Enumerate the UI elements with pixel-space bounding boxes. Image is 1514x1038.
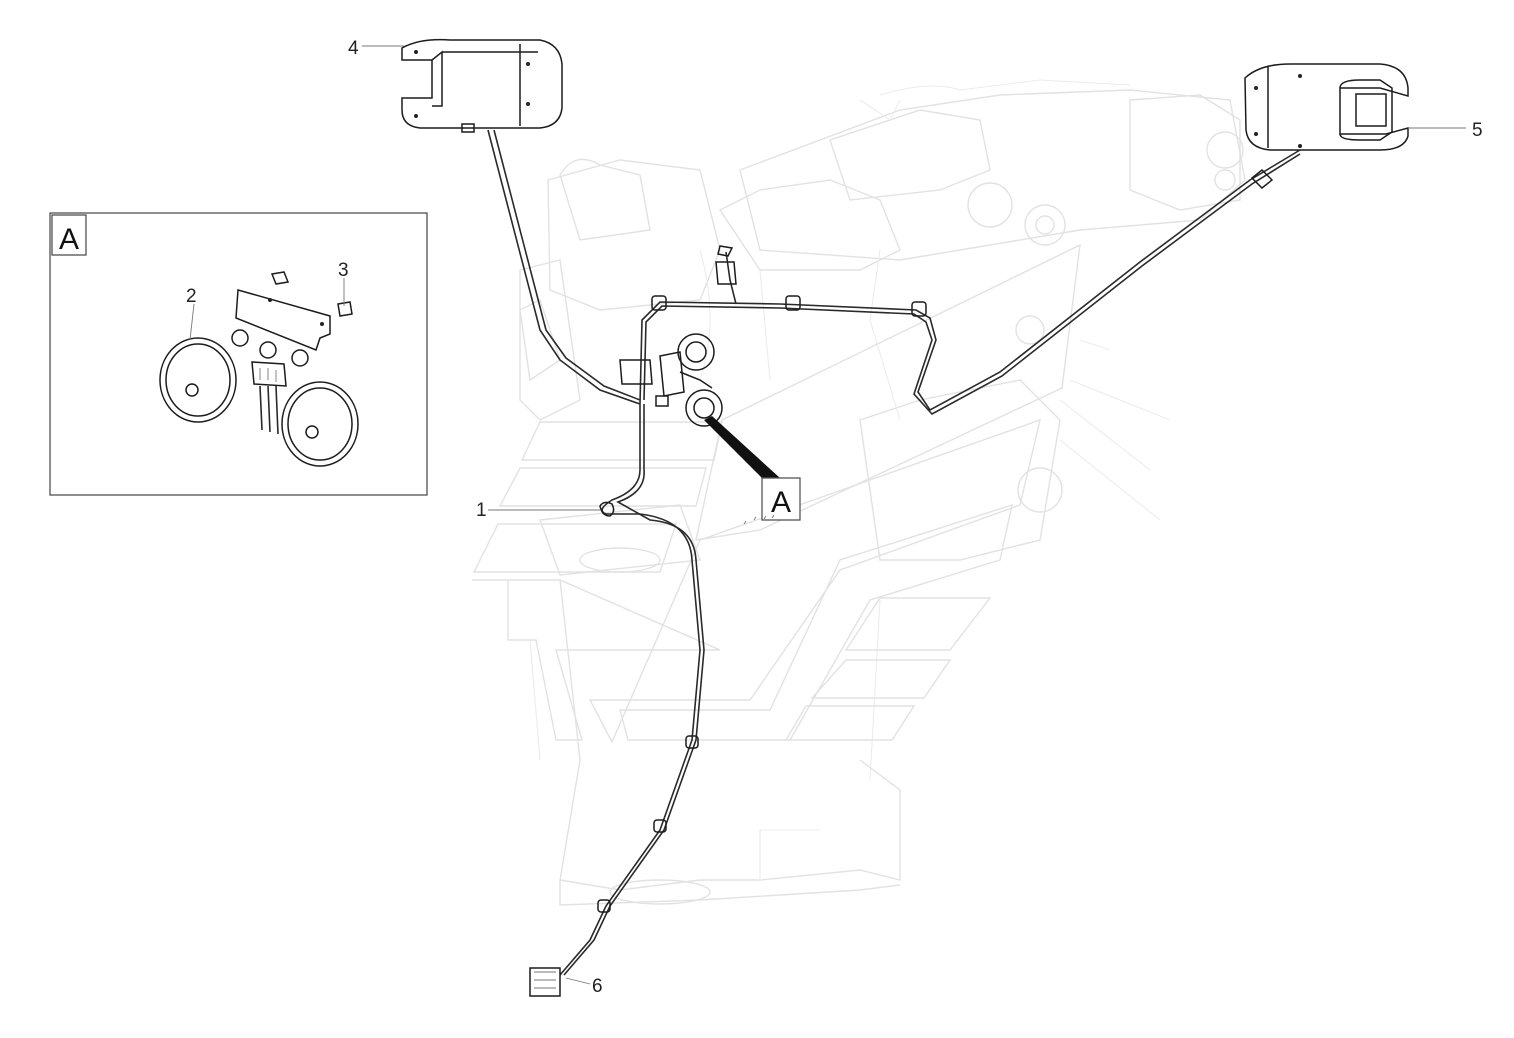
wiring-harness xyxy=(487,129,1301,997)
horn-connector xyxy=(251,361,287,435)
detail-view-label: A xyxy=(59,223,79,256)
left-horn xyxy=(159,329,277,423)
horn-bracket xyxy=(235,271,353,351)
vehicle-frame-ghost xyxy=(519,79,1246,906)
left-work-light xyxy=(401,38,563,133)
detail-marker-label: A xyxy=(771,486,791,519)
callout-5: 5 xyxy=(1472,120,1483,141)
callout-2: 2 xyxy=(186,286,197,307)
detail-view-a: A xyxy=(49,212,428,496)
callout-6: 6 xyxy=(592,976,603,997)
callout-4: 4 xyxy=(348,38,359,59)
right-work-light xyxy=(1244,63,1409,151)
callout-labels: 1 2 3 4 5 6 xyxy=(186,38,1483,997)
callout-1: 1 xyxy=(476,500,487,521)
right-horn xyxy=(281,349,359,467)
callout-3: 3 xyxy=(338,260,349,281)
callout-leaders xyxy=(189,45,1466,985)
detail-marker-a: A xyxy=(704,416,801,525)
